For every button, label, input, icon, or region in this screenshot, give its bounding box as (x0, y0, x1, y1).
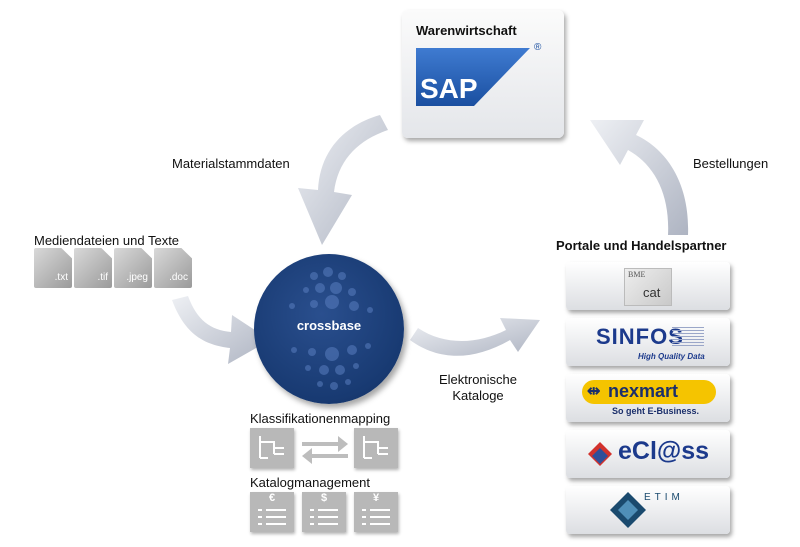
crossbase-hub: crossbase (254, 254, 404, 404)
nexmart-tagline: So geht E-Business. (612, 406, 700, 416)
partners-title: Portale und Handelspartner (556, 238, 727, 253)
bmecat-logo-bottom: cat (643, 285, 661, 300)
arrow-kataloge (410, 318, 540, 356)
catalog-dollar-icon: $ (302, 492, 346, 532)
sinfos-lines-icon (672, 327, 704, 347)
catalog-yen-icon: ¥ (354, 492, 398, 532)
katalog-title: Katalogmanagement (250, 475, 370, 490)
jpeg-file-icon: .jpeg (114, 248, 152, 288)
doc-file-icon: .doc (154, 248, 192, 288)
klassifikation-title: Klassifikationenmapping (250, 411, 391, 426)
arrow-materialstamm (298, 115, 388, 245)
catalog-euro-icon: € (250, 492, 294, 532)
label-elektronische-line1: Elektronische (438, 372, 518, 387)
etim-logo-text: ETIM (644, 492, 684, 503)
nexmart-arrows-icon: ⇹ (587, 383, 601, 400)
crossbase-label: crossbase (296, 318, 362, 333)
mapping-swap-arrows-icon (302, 436, 348, 464)
nexmart-logo-pill: ⇹ nexmart (582, 380, 716, 404)
tif-file-icon: .tif (74, 248, 112, 288)
eclass-logo-icon (588, 442, 612, 466)
mapping-tree-icon-left (250, 428, 294, 468)
arrow-bestellungen (590, 120, 689, 235)
sap-logo-text: SAP (420, 73, 478, 104)
partner-card-sinfos: SINFOS High Quality Data (566, 318, 730, 366)
registered-mark: ® (534, 42, 542, 53)
nexmart-logo-text: nexmart (608, 381, 679, 401)
sinfos-tagline: High Quality Data (638, 352, 705, 361)
etim-logo-icon (610, 492, 646, 528)
erp-sap-box: Warenwirtschaft SAP ® (402, 10, 564, 138)
media-files: .txt .tif .jpeg .doc (34, 248, 194, 292)
arrow-medien (172, 296, 270, 364)
eclass-logo-text: eCl@ss (618, 437, 710, 465)
bmecat-logo-top: BME (628, 270, 646, 279)
partner-card-etim: ETIM (566, 486, 730, 534)
label-elektronische-kataloge: Elektronische Kataloge (432, 372, 524, 404)
crossbase-dot-pattern (289, 267, 373, 390)
partner-card-nexmart: ⇹ nexmart So geht E-Business. (566, 374, 730, 422)
sap-logo: SAP (416, 48, 530, 106)
label-bestellungen: Bestellungen (693, 156, 769, 171)
erp-title: Warenwirtschaft (416, 23, 517, 38)
label-materialstammdaten: Materialstammdaten (172, 156, 290, 171)
partner-card-bmecat: BME cat (566, 262, 730, 310)
mapping-tree-icon-right (354, 428, 398, 468)
bmecat-logo: BME cat (624, 268, 672, 306)
txt-file-icon: .txt (34, 248, 72, 288)
media-title: Mediendateien und Texte (34, 233, 180, 248)
partner-card-eclass: eCl@ss (566, 430, 730, 478)
sinfos-logo-text: SINFOS (596, 324, 684, 349)
label-elektronische-line2: Kataloge (452, 388, 504, 403)
